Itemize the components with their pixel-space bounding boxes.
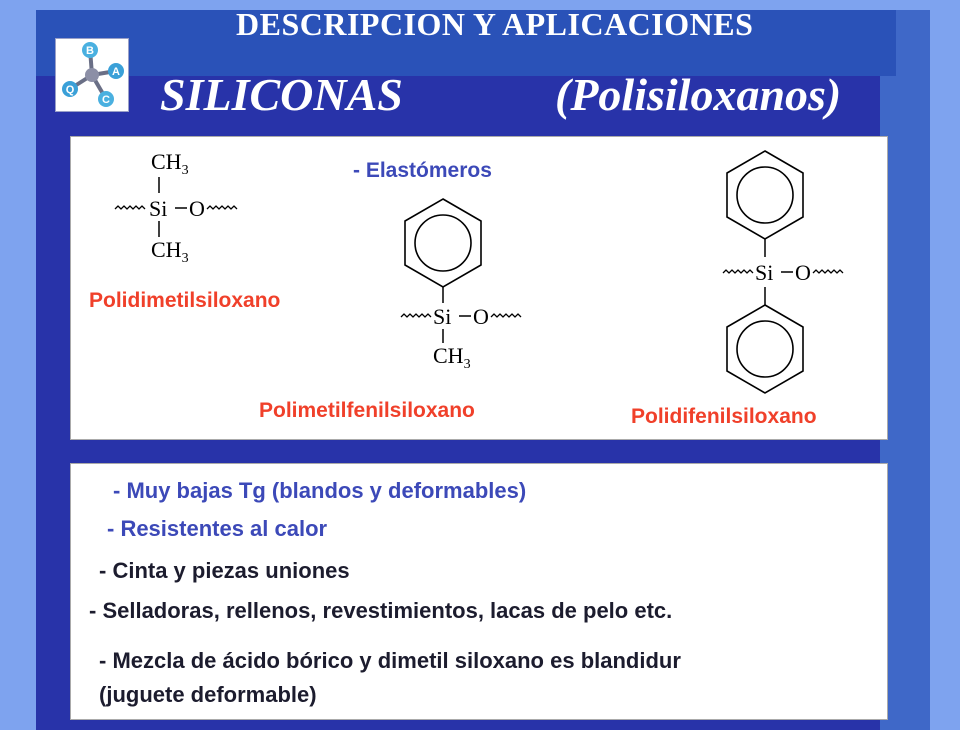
pdms-o: O: [189, 196, 205, 221]
pmps-structure: Si O CH3: [400, 198, 522, 372]
elastomeros-label: - Elastómeros: [353, 159, 492, 182]
pdms-top-group: CH3: [151, 149, 189, 178]
pdms-structure: CH3 Si O CH3: [114, 149, 238, 265]
logo-letter-a: A: [112, 66, 120, 78]
pdps-si: Si: [755, 260, 773, 285]
logo-letter-q: Q: [66, 84, 75, 96]
property-item: - Cinta y piezas uniones: [99, 558, 350, 583]
structures-panel: CH3 Si O CH3 - Elastómeros Polidimetilsi…: [70, 136, 888, 440]
main-title-left: SILICONAS: [160, 69, 403, 120]
logo-letter-c: C: [102, 94, 110, 106]
main-title-right: (Polisiloxanos): [555, 69, 842, 120]
logo: B A Q C: [55, 38, 129, 112]
molecule-logo-icon: B A Q C: [62, 42, 124, 107]
panel-bevel-right: [880, 10, 930, 730]
property-item: - Muy bajas Tg (blandos y deformables): [113, 478, 527, 503]
pdps-o: O: [795, 260, 811, 285]
logo-letter-b: B: [86, 45, 94, 57]
pdps-name: Polidifenilsiloxano: [631, 405, 817, 428]
header-title: DESCRIPCION Y APLICACIONES: [236, 6, 754, 42]
properties-panel: - Muy bajas Tg (blandos y deformables) -…: [70, 463, 888, 720]
pmps-o: O: [473, 304, 489, 329]
pdms-name: Polidimetilsiloxano: [89, 289, 281, 312]
pmps-si: Si: [433, 304, 451, 329]
property-item: - Mezcla de ácido bórico y dimetil silox…: [99, 648, 681, 673]
pmps-name: Polimetilfenilsiloxano: [259, 399, 475, 422]
pmps-bottom-group: CH3: [433, 343, 471, 372]
main-title: SILICONAS (Polisiloxanos): [160, 68, 880, 132]
pdms-bottom-group: CH3: [151, 237, 189, 265]
pdms-si: Si: [149, 196, 167, 221]
header-tab: [36, 10, 896, 76]
pdps-structure: Si O: [722, 150, 844, 394]
property-item: (juguete deformable): [99, 682, 317, 707]
property-item: - Selladoras, rellenos, revestimientos, …: [89, 598, 673, 623]
property-item: - Resistentes al calor: [107, 516, 328, 541]
